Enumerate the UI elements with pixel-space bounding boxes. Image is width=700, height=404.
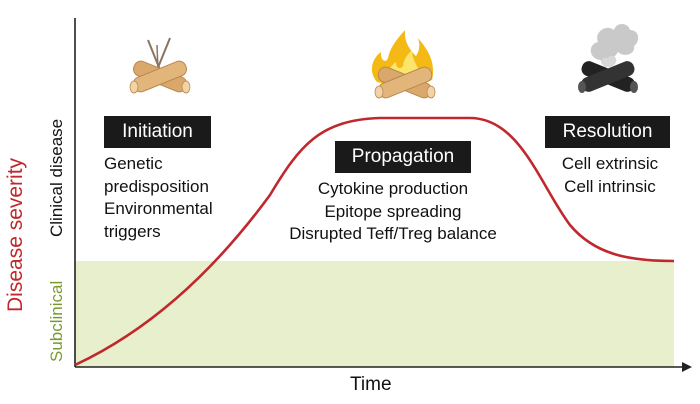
unlit-campfire-icon [129,37,191,94]
initiation-line: predisposition [104,176,209,196]
resolution-description: Cell extrinsic Cell intrinsic [548,153,672,198]
x-axis-label: Time [350,374,392,395]
y-axis-label: Disease severity [4,157,27,312]
resolution-label: Resolution [545,116,670,148]
resolution-line: Cell extrinsic [561,154,659,173]
propagation-label: Propagation [335,141,471,173]
initiation-line: Environmental [104,199,213,218]
propagation-line: Cytokine production [317,179,469,198]
subclinical-band [75,261,674,367]
initiation-line: triggers [104,221,161,241]
initiation-label: Initiation [104,116,211,148]
initiation-line: Genetic [104,154,163,173]
propagation-line: Epitope spreading [324,201,462,221]
initiation-description: Genetic predisposition Environmental tri… [104,153,213,243]
burning-campfire-icon [371,30,436,99]
clinical-band-label: Clinical disease [47,118,66,237]
subclinical-band-label: Subclinical [47,280,66,362]
propagation-line: Disrupted Teff/Treg balance [289,224,497,243]
extinguished-campfire-icon [578,24,639,93]
propagation-description: Cytokine production Epitope spreading Di… [262,178,524,246]
severity-curve [74,116,675,367]
resolution-line: Cell intrinsic [564,176,656,196]
